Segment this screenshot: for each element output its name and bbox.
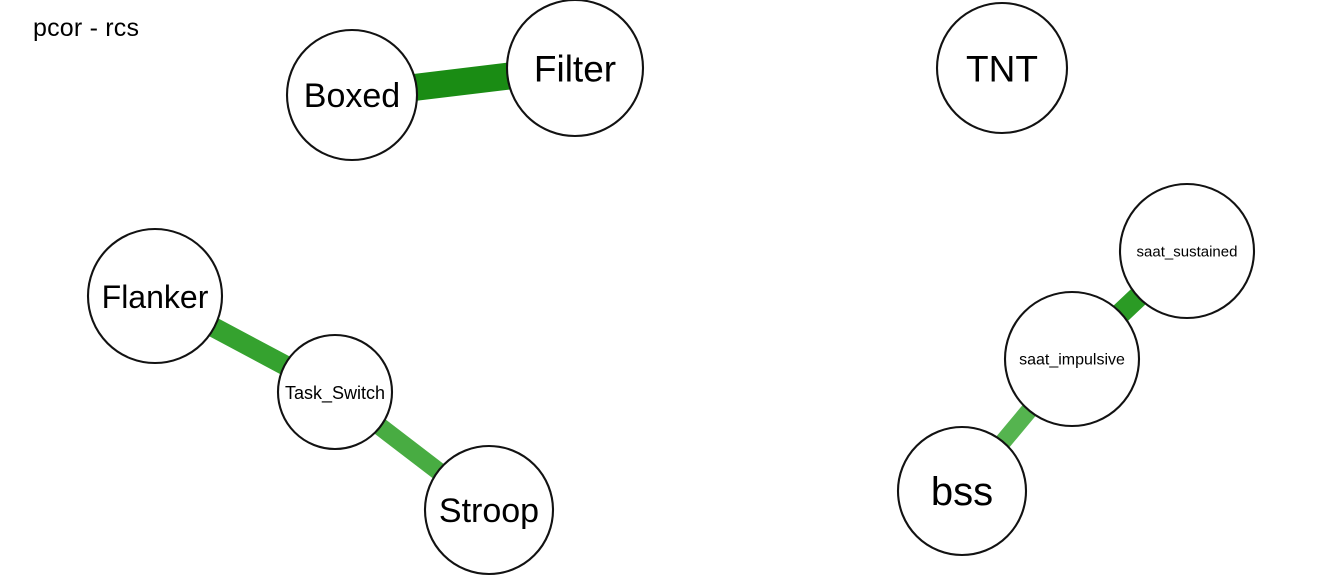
node-Stroop[interactable]: Stroop bbox=[423, 444, 555, 576]
node-TNT[interactable]: TNT bbox=[935, 1, 1069, 135]
edge-Flanker-Task_Switch bbox=[208, 317, 291, 375]
node-circle-saat_sustained[interactable] bbox=[1118, 182, 1256, 320]
node-Boxed[interactable]: Boxed bbox=[285, 28, 419, 162]
node-Flanker[interactable]: Flanker bbox=[86, 227, 224, 365]
edge-Task_Switch-Stroop bbox=[373, 418, 445, 480]
node-circle-TNT[interactable] bbox=[935, 1, 1069, 135]
node-circle-Flanker[interactable] bbox=[86, 227, 224, 365]
node-circle-saat_impulsive[interactable] bbox=[1003, 290, 1141, 428]
edge-bss-saat_impulsive bbox=[995, 403, 1037, 449]
node-Filter[interactable]: Filter bbox=[505, 0, 645, 138]
node-circle-Stroop[interactable] bbox=[423, 444, 555, 576]
edge-saat_impulsive-saat_sustained bbox=[1112, 288, 1147, 322]
node-circle-Filter[interactable] bbox=[505, 0, 645, 138]
edges-layer bbox=[208, 62, 1147, 480]
node-bss[interactable]: bss bbox=[896, 425, 1028, 557]
edge-Boxed-Filter bbox=[413, 62, 511, 101]
node-circle-bss[interactable] bbox=[896, 425, 1028, 557]
node-circle-Boxed[interactable] bbox=[285, 28, 419, 162]
figure-title: pcor - rcs bbox=[33, 14, 140, 42]
node-Task_Switch[interactable]: Task_Switch bbox=[276, 333, 394, 451]
node-circle-Task_Switch[interactable] bbox=[276, 333, 394, 451]
node-saat_sustained[interactable]: saat_sustained bbox=[1118, 182, 1256, 320]
node-saat_impulsive[interactable]: saat_impulsive bbox=[1003, 290, 1141, 428]
